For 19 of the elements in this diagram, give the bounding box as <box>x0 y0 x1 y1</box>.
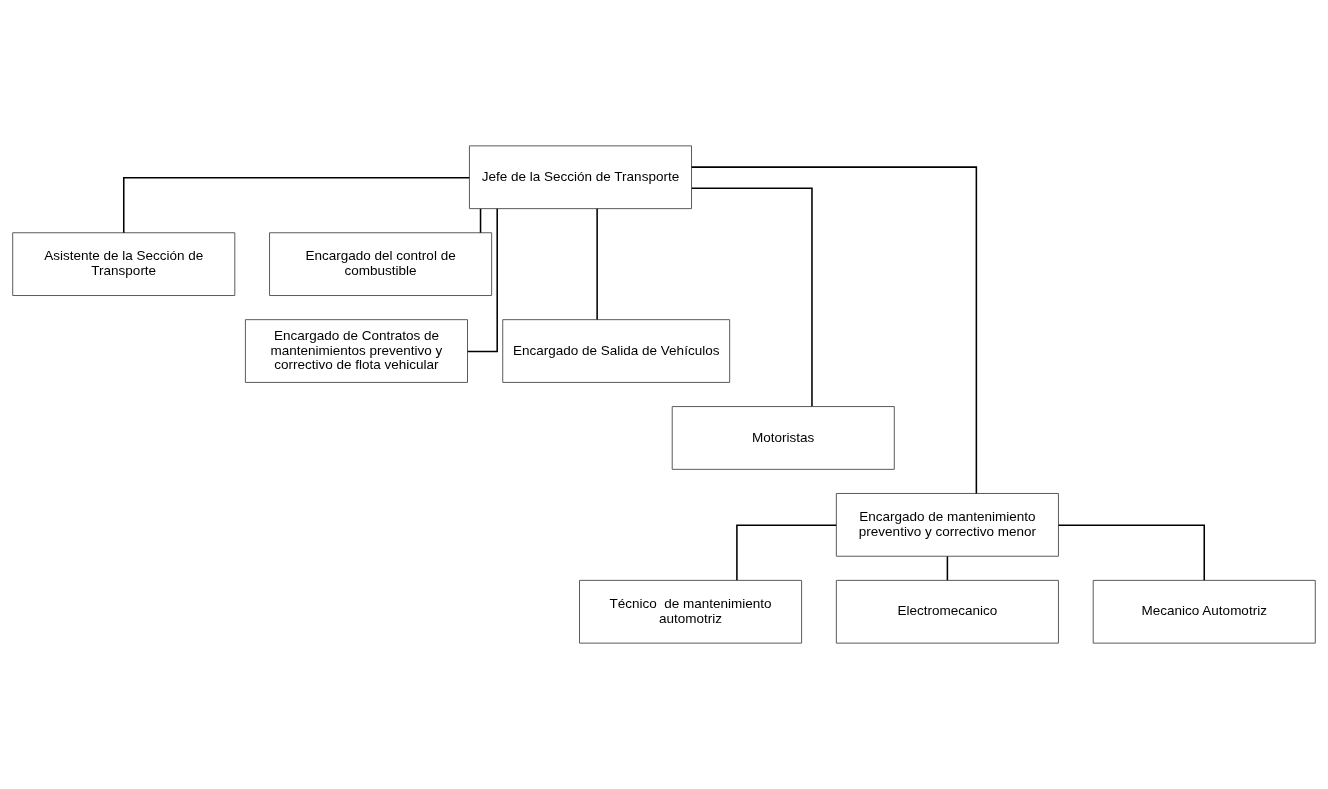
connector <box>1057 524 1205 582</box>
connector <box>596 207 598 321</box>
node-box: Motoristas <box>671 406 895 470</box>
connector <box>466 208 498 353</box>
node-box: Asistente de la Sección de Transporte <box>12 232 236 296</box>
node-box: Encargado de Salida de Vehículos <box>502 319 731 383</box>
connector <box>690 166 978 495</box>
node-box: Encargado de mantenimiento preventivo y correctivo menor <box>835 493 1059 557</box>
connector <box>123 176 471 234</box>
node-box: Técnico de mantenimiento automotriz <box>579 579 803 644</box>
node-box: Mecanico Automotriz <box>1092 579 1316 644</box>
node-box: Jefe de la Sección de Transporte <box>468 145 692 210</box>
node-box: Encargado de Contratos de mantenimientos preventivo y correctivo de flota vehicular <box>244 319 468 383</box>
node-box: Electromecanico <box>835 579 1059 644</box>
connector <box>691 187 813 408</box>
connector <box>946 555 949 582</box>
node-box: Encargado del control de combustible <box>269 232 493 296</box>
connector <box>736 524 838 582</box>
connector <box>479 208 482 234</box>
